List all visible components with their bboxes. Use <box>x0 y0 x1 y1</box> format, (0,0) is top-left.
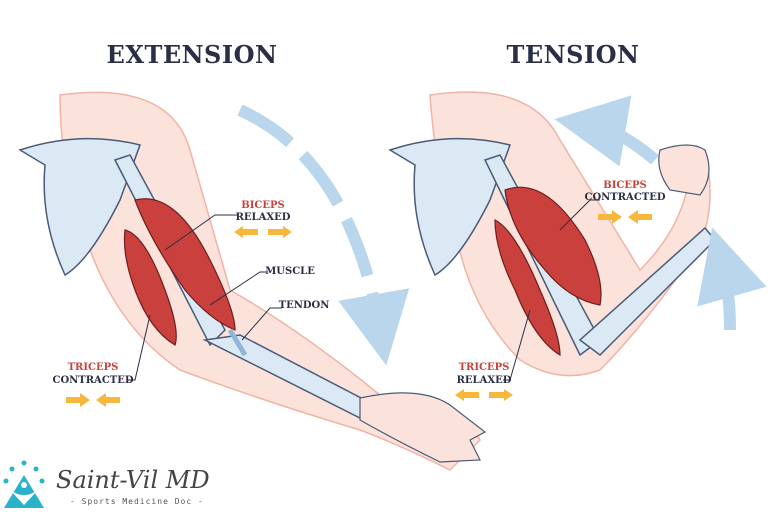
tendon-leader-line <box>241 307 282 341</box>
left-triceps-muscle <box>123 229 177 346</box>
muscle-leader-line <box>209 271 268 306</box>
right-motion-arrow-top <box>554 95 659 167</box>
tendon-label: TENDON <box>278 300 330 311</box>
right-biceps-label: BICEPS <box>603 180 647 191</box>
logo-tagline: - Sports Medicine Doc - <box>70 497 204 506</box>
extension-title: EXTENSION <box>106 40 278 69</box>
logo-name: Saint-Vil MD <box>56 466 210 494</box>
left-motion-arrow <box>237 104 410 366</box>
right-scapula-bone <box>388 137 511 277</box>
logo-icon <box>3 460 45 508</box>
triceps-contracted-arrows <box>66 393 120 407</box>
left-biceps-muscle <box>134 198 236 331</box>
left-skin-outline <box>59 91 481 471</box>
right-biceps-state-label: CONTRACTED <box>584 192 666 203</box>
left-scapula-bone <box>18 137 141 277</box>
right-triceps-muscle <box>494 219 561 357</box>
left-biceps-state-label: RELAXED <box>235 212 291 223</box>
biceps-relaxed-arrows <box>234 226 292 238</box>
muscle-label: MUSCLE <box>265 266 315 277</box>
left-tendon <box>227 328 248 357</box>
left-arm-extended <box>18 91 487 471</box>
triceps-relaxed-arrows <box>455 389 513 401</box>
right-triceps-leader-line <box>503 309 531 381</box>
left-hand <box>359 392 487 463</box>
right-arm-flexed <box>388 91 767 381</box>
right-biceps-muscle <box>504 186 602 306</box>
left-biceps-label: BICEPS <box>241 200 285 211</box>
right-triceps-label: TRICEPS <box>458 362 510 373</box>
tension-title: TENSION <box>506 40 640 69</box>
right-triceps-state-label: RELAXED <box>456 375 512 386</box>
biceps-contracted-arrows <box>598 210 652 224</box>
right-biceps-leader-line <box>559 199 600 231</box>
right-motion-arrow-side <box>697 227 767 331</box>
triceps-leader-line <box>128 314 151 381</box>
biceps-leader-line <box>164 214 238 251</box>
left-triceps-label: TRICEPS <box>67 362 119 373</box>
force-arrows <box>66 210 652 407</box>
left-triceps-state-label: CONTRACTED <box>52 375 134 386</box>
right-fist <box>658 144 710 196</box>
